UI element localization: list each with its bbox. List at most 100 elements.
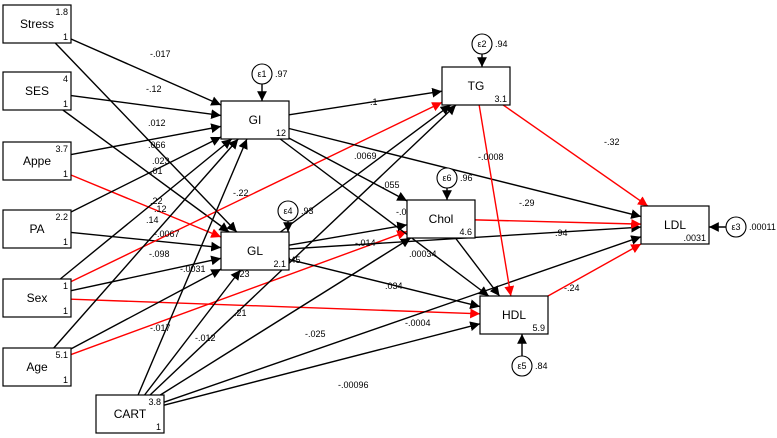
node-box-sex (2, 278, 72, 318)
node-label-cart: CART (114, 407, 147, 421)
coef-cart-to-gl: -.012 (195, 333, 216, 343)
error-term-e4: ε4 .93 (277, 200, 314, 232)
coef-age-to-chol: .23 (237, 269, 250, 279)
path-tg-to-hdl (478, 104, 515, 297)
path-gl-to-tg (280, 104, 451, 233)
error-variance-e1: .97 (275, 69, 288, 79)
error-label-e3: ε3 (731, 222, 740, 232)
coef-gi-to-hdl: .055 (382, 180, 400, 190)
edges-layer (53, 38, 649, 406)
node-label-age: Age (26, 360, 48, 374)
node-box-ldl (640, 205, 710, 245)
error-circle-e4 (277, 200, 299, 222)
node-box-ses (2, 71, 72, 111)
node-var-ldl: .0031 (683, 233, 706, 243)
path-appe-to-gi (70, 123, 222, 156)
coef-sex-to-tg: -.22 (233, 188, 249, 198)
path-age-to-gl (70, 268, 222, 350)
path-sex-to-gi (59, 138, 233, 280)
path-stress-to-gl (54, 42, 238, 233)
node-box-gi (220, 100, 290, 140)
node-mean-age: 5.1 (55, 350, 68, 360)
coef-gl-to-chol: -.03 (396, 207, 412, 217)
error-label-e4: ε4 (283, 206, 292, 216)
node-label-stress: Stress (20, 17, 54, 31)
node-age: Age 5.1 1 (2, 347, 72, 387)
coef-stress-to-gl: .012 (148, 118, 166, 128)
coef-gi-to-ldl: -.0008 (478, 152, 504, 162)
node-box-chol (406, 199, 476, 239)
coef-appe-to-gi: .066 (148, 140, 166, 150)
node-label-gl: GL (247, 244, 263, 258)
coef-age-to-gi: .14 (146, 215, 159, 225)
path-cart-to-hdl (163, 321, 481, 406)
error-variance-e5: .84 (535, 361, 548, 371)
path-tg-to-ldl (502, 104, 649, 207)
node-var-gl: 2.1 (273, 259, 286, 269)
error-variance-e2: .94 (495, 39, 508, 49)
error-variance-e4: .93 (301, 206, 314, 216)
path-pa-to-gl (70, 231, 222, 252)
path-pa-to-gi (70, 136, 222, 213)
node-label-hdl: HDL (502, 308, 526, 322)
coef-gl-to-ldl: .00034 (409, 249, 437, 259)
coef-extra: -.014 (355, 238, 376, 248)
coef-hdl-to-ldl: -.24 (564, 283, 580, 293)
path-hdl-to-ldl (547, 243, 642, 297)
node-mean-appe: 3.7 (55, 144, 68, 154)
coef-gl-to-hdl: .034 (385, 281, 403, 291)
coef-sex-to-gl: -.098 (149, 249, 170, 259)
path-age-to-chol (70, 230, 408, 356)
error-circle-e5 (511, 355, 533, 377)
node-label-ldl: LDL (664, 218, 686, 232)
coef-ses-to-gi: -.12 (146, 84, 162, 94)
node-box-pa (2, 209, 72, 249)
coef-pa-to-gl: -.0067 (154, 229, 180, 239)
node-label-appe: Appe (23, 154, 51, 168)
node-mean-ses: 4 (63, 74, 68, 84)
coef-pa-to-gi: .01 (150, 166, 163, 176)
node-var-appe: 1 (63, 169, 68, 179)
node-mean-sex: 1 (63, 281, 68, 291)
coef-tg-to-hdl: -.29 (519, 198, 535, 208)
coef-appe-to-gl: .12 (154, 204, 167, 214)
node-box-appe (2, 141, 72, 181)
path-ses-to-gl (62, 109, 230, 233)
coef-gi-to-tg: -.1 (367, 97, 378, 107)
node-label-pa: PA (29, 222, 44, 236)
node-var-pa: 1 (63, 237, 68, 247)
coef-cart-to-chol: -.0004 (405, 318, 431, 328)
path-cart-to-tg (149, 104, 457, 396)
path-age-to-gi (53, 138, 239, 349)
coef-cart-to-gi: -.0031 (180, 264, 206, 274)
node-var-tg: 3.1 (494, 94, 507, 104)
node-box-cart (95, 394, 165, 434)
coef-tg-to-ldl: -.32 (604, 137, 620, 147)
error-term-e3: ε3 .00011 (709, 216, 776, 238)
node-appe: Appe 3.7 1 (2, 141, 72, 181)
error-circle-e6 (436, 167, 458, 189)
node-mean-stress: 1.8 (55, 7, 68, 17)
node-var-age: 1 (63, 375, 68, 385)
error-circle-e3 (725, 216, 747, 238)
error-circle-e2 (471, 33, 493, 55)
path-cart-to-chol (159, 237, 412, 396)
node-var-stress: 1 (63, 32, 68, 42)
error-circle-e1 (251, 63, 273, 85)
node-var-chol: 4.6 (459, 227, 472, 237)
error-variance-e3: .00011 (749, 222, 776, 232)
error-term-e1: ε1.97 (251, 63, 288, 101)
node-pa: PA2.21 (2, 209, 72, 249)
node-ldl: LDL.0031 (640, 205, 710, 245)
error-term-e6: ε6.96 (436, 167, 473, 200)
node-mean-cart: 3.8 (148, 397, 161, 407)
coefficient-layer: -.017.012-.12.023.066.12.01-.0067.22-.09… (146, 49, 620, 390)
